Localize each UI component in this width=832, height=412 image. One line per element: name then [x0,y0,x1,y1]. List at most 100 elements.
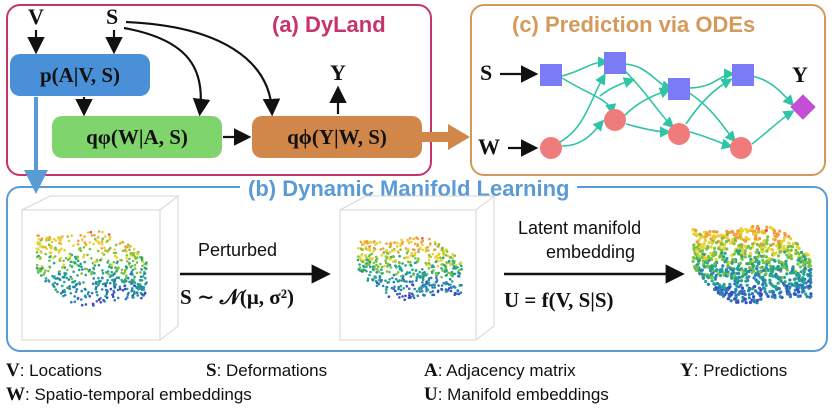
cloud-point [384,259,387,263]
cloud-point [364,245,368,249]
cloud-point [133,263,137,267]
cloud-point [375,267,379,271]
cloud-point [733,282,737,286]
cloud-point [69,292,73,295]
cloud-point [437,245,441,248]
cloud-point [428,277,431,280]
cloud-point [728,282,732,286]
cloud-point [68,285,71,288]
cloud-point [748,246,753,250]
cloud-point [412,237,416,241]
cloud-point [789,237,793,241]
cloud-point [740,257,744,261]
cloud-point [68,257,71,260]
cloud-point [35,263,39,267]
cloud-point [736,300,740,304]
cloud-point [97,263,101,267]
cloud-point [377,265,380,269]
cloud-point [92,242,95,246]
cloud-point [375,284,379,288]
cloud-point [785,268,789,272]
cloud-point [726,236,730,240]
ode-square-node [604,52,626,74]
cloud-point [425,285,428,289]
cloud-point [131,268,135,272]
cloud-point [787,234,791,239]
cloud-point [48,236,51,239]
cloud-point [445,261,448,264]
cloud-point [787,251,791,256]
cloud-point [412,273,415,277]
cloud-point [90,271,93,274]
cloud-point [714,273,718,278]
cloud-point [750,262,755,266]
cloud-point [739,279,744,283]
cloud-point [76,255,79,259]
cloud-point [796,262,800,266]
cloud-point [748,252,753,256]
cloud-point [369,270,372,274]
cloud-point [421,268,424,271]
cloud-point [144,276,147,280]
cloud-point [455,263,458,267]
cloud-point [69,275,72,279]
cloud-point [110,266,113,270]
arrow-dyland-to-ode [422,124,470,150]
cloud-point [421,248,424,252]
cloud-1-points [35,230,148,307]
cloud-point [765,292,769,296]
cloud-point [760,229,765,233]
cloud-point [429,242,432,245]
cloud-point [80,289,83,293]
cloud-point [709,264,713,268]
legend-adjacency: A: Adjacency matrix [424,360,576,381]
cloud-point [104,249,107,252]
cloud-point [447,287,451,290]
cloud-point [803,266,807,271]
cloud-point [40,267,43,271]
ode-edge [687,91,737,143]
cloud-point [389,266,393,269]
cloud-point [105,292,108,296]
cloud-point [107,259,110,263]
cloud-point [706,264,710,268]
cloud-point [440,284,444,287]
cloud-point [734,295,738,299]
legend-predictions: Y: Predictions [680,360,788,381]
cloud-point [40,264,44,268]
cloud-point [711,271,715,275]
cloud-point [124,268,127,272]
cloud-point [58,272,61,276]
cloud-point [750,292,755,296]
cloud-point [783,250,787,254]
ode-edge [625,123,672,138]
cloud-point [414,269,418,272]
cloud-point [364,254,368,258]
cloud-point [362,242,366,245]
cloud-point [766,294,770,298]
cloud-point [82,281,85,284]
panel-b-title: (b) Dynamic Manifold Learning [240,176,578,202]
cloud-point [421,239,424,243]
cloud-point [417,250,420,254]
cloud-point [123,287,127,291]
cloud-point [447,259,451,263]
cloud-point [808,284,812,288]
cloud-point [51,283,55,286]
cloud-point [94,287,98,291]
cloud-point [88,247,92,251]
cloud-point [769,282,773,286]
cloud-point [747,296,751,300]
cloud-point [453,254,457,257]
cloud-point [712,237,716,241]
cloud-point [405,280,408,283]
cloud-point [47,269,50,273]
cloud-point [754,278,758,282]
cloud-point [357,246,360,250]
cloud-point [421,243,424,246]
cloud-point [379,248,383,251]
cloud-point [69,264,72,267]
cloud-point [750,287,755,291]
cloud-point [41,245,44,248]
cloud-point [714,269,718,273]
